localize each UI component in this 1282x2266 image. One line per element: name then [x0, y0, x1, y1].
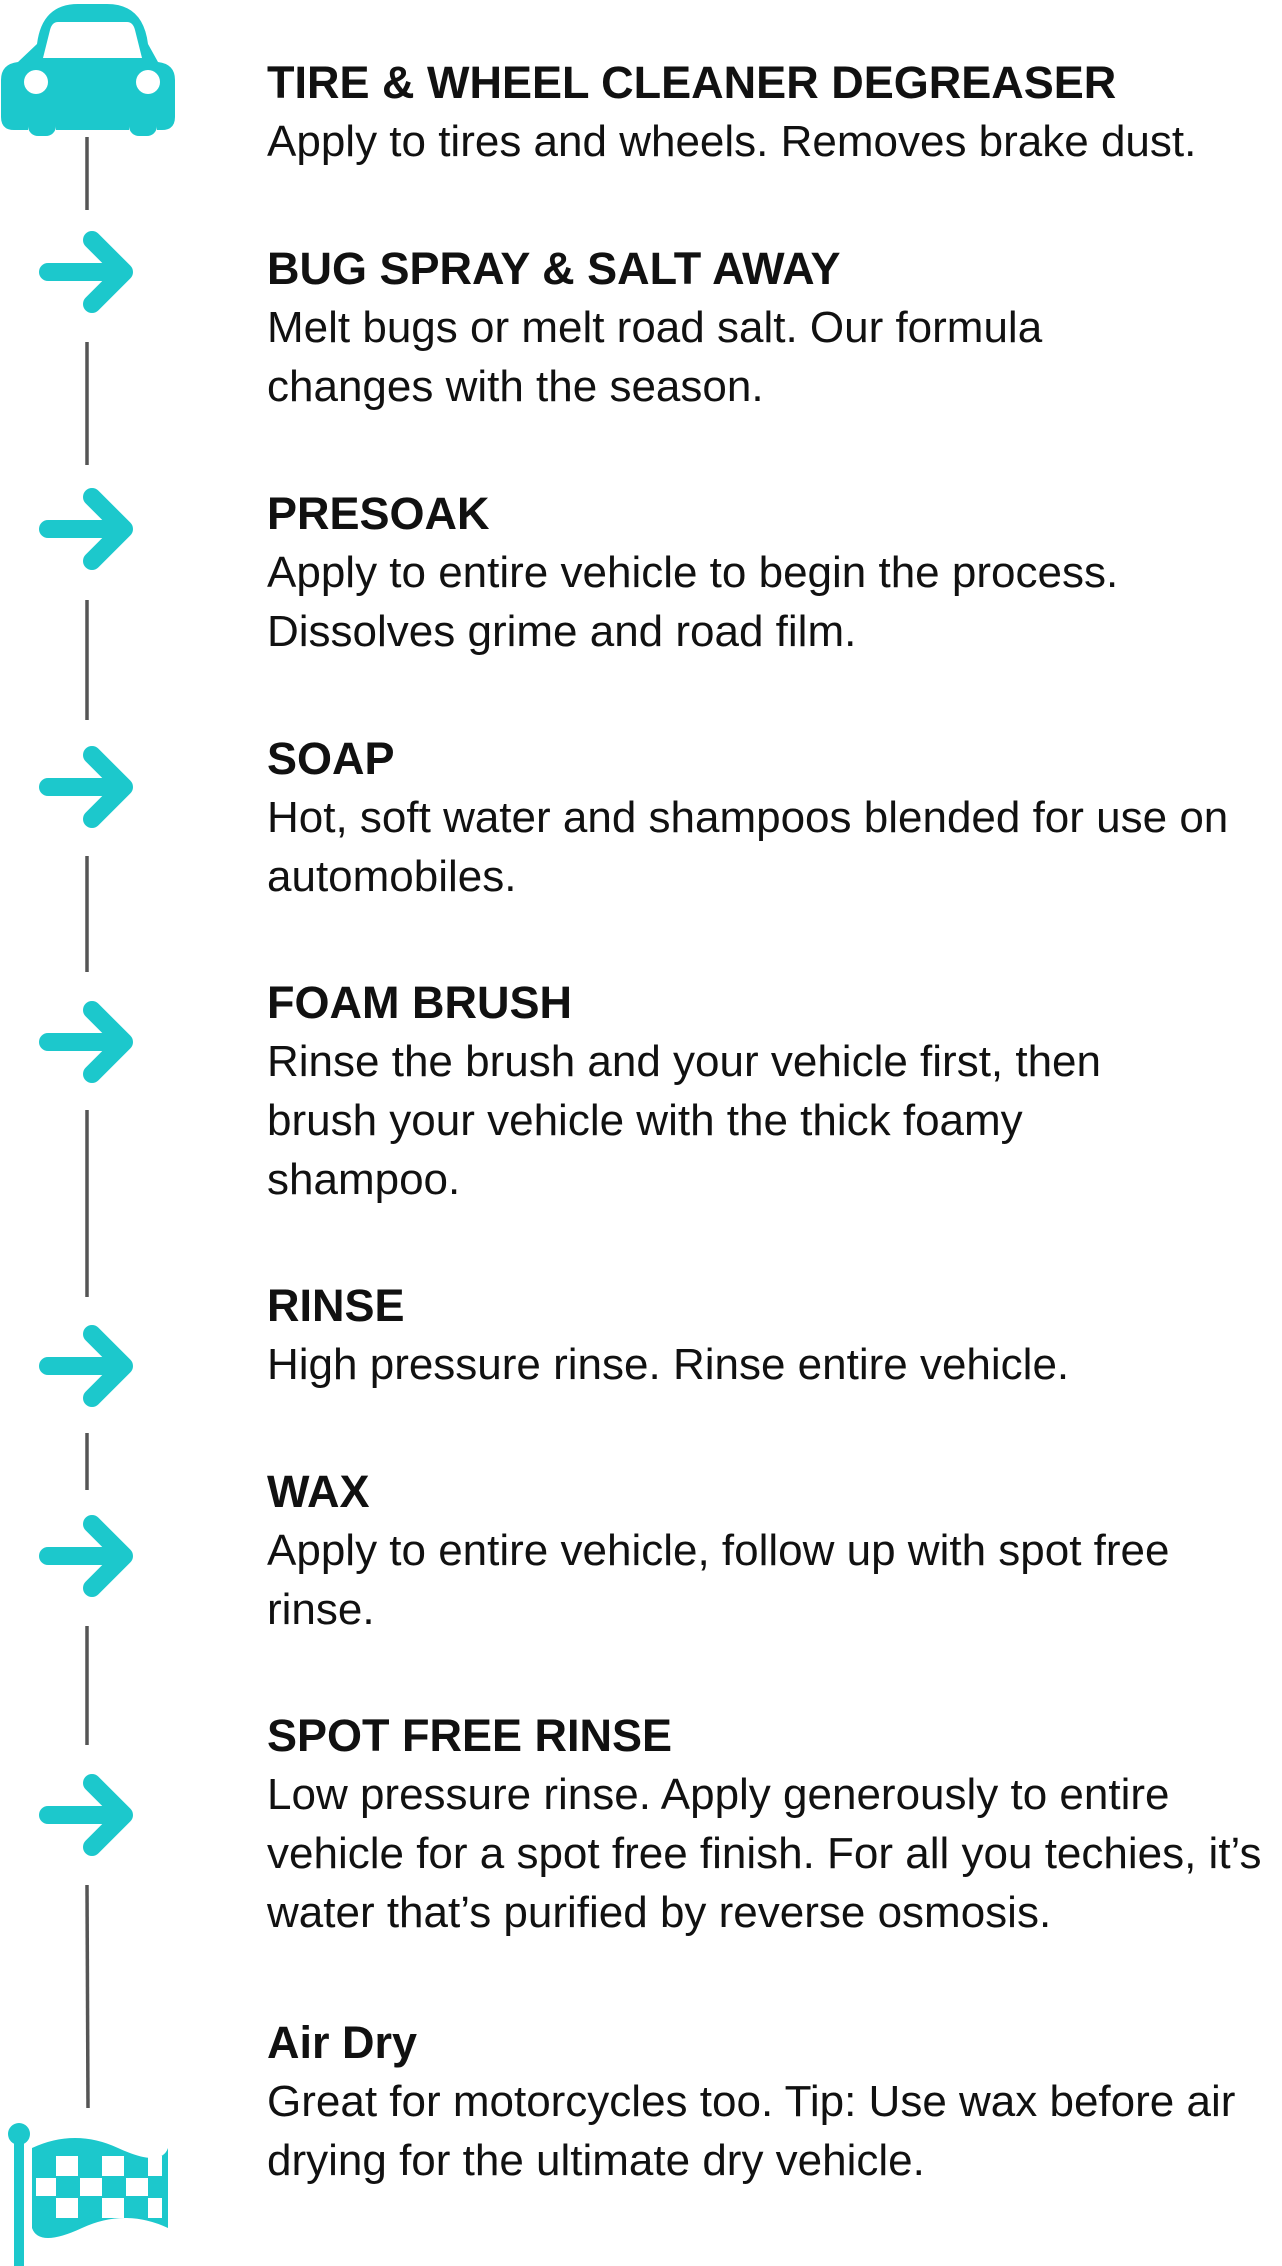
timeline-connectors: [85, 137, 90, 2109]
step-soap: SOAP Hot, soft water and shampoos blende…: [267, 730, 1277, 906]
checkered-flag-icon: [8, 2123, 168, 2266]
arrow-right-icon: [39, 1515, 133, 1597]
step-description: Rinse the brush and your vehicle first, …: [267, 1037, 1102, 1204]
step-description: Apply to entire vehicle, follow up with …: [267, 1526, 1170, 1634]
step-description: Great for motorcycles too. Tip: Use wax …: [267, 2077, 1236, 2185]
step-title: BUG SPRAY & SALT AWAY: [267, 243, 841, 294]
step-title: RINSE: [267, 1280, 405, 1331]
step-description: High pressure rinse. Rinse entire vehicl…: [267, 1340, 1070, 1389]
step-spot-free-rinse: SPOT FREE RINSE Low pressure rinse. Appl…: [267, 1707, 1277, 1942]
step-tire-wheel-cleaner: TIRE & WHEEL CLEANER DEGREASER Apply to …: [267, 54, 1277, 171]
step-foam-brush: FOAM BRUSH Rinse the brush and your vehi…: [267, 974, 1277, 1209]
arrow-right-icon: [39, 488, 133, 570]
connector-line: [85, 1884, 90, 2109]
step-air-dry: Air Dry Great for motorcycles too. Tip: …: [267, 2014, 1277, 2190]
step-description: Apply to entire vehicle to begin the pro…: [267, 548, 1119, 656]
arrow-right-icon: [39, 746, 133, 828]
timeline: [1, 4, 175, 2266]
step-description: Low pressure rinse. Apply generously to …: [267, 1770, 1262, 1937]
step-title: FOAM BRUSH: [267, 977, 572, 1028]
step-title: SPOT FREE RINSE: [267, 1710, 673, 1761]
arrow-right-icon: [39, 1325, 133, 1407]
step-description: Melt bugs or melt road salt. Our formula…: [267, 303, 1043, 411]
arrow-right-icon: [39, 1774, 133, 1856]
arrow-right-icon: [39, 231, 133, 313]
car-icon: [1, 4, 175, 136]
step-description: Apply to tires and wheels. Removes brake…: [267, 117, 1197, 166]
arrow-right-icon: [39, 1001, 133, 1083]
step-description: Hot, soft water and shampoos blended for…: [267, 793, 1229, 901]
step-wax: WAX Apply to entire vehicle, follow up w…: [267, 1463, 1277, 1639]
step-title: PRESOAK: [267, 488, 490, 539]
step-rinse: RINSE High pressure rinse. Rinse entire …: [267, 1277, 1277, 1394]
step-title: SOAP: [267, 733, 395, 784]
step-title: Air Dry: [267, 2017, 418, 2068]
step-title: WAX: [267, 1466, 370, 1517]
step-bug-spray-salt-away: BUG SPRAY & SALT AWAY Melt bugs or melt …: [267, 240, 1277, 416]
step-presoak: PRESOAK Apply to entire vehicle to begin…: [267, 485, 1277, 661]
step-title: TIRE & WHEEL CLEANER DEGREASER: [267, 57, 1117, 108]
